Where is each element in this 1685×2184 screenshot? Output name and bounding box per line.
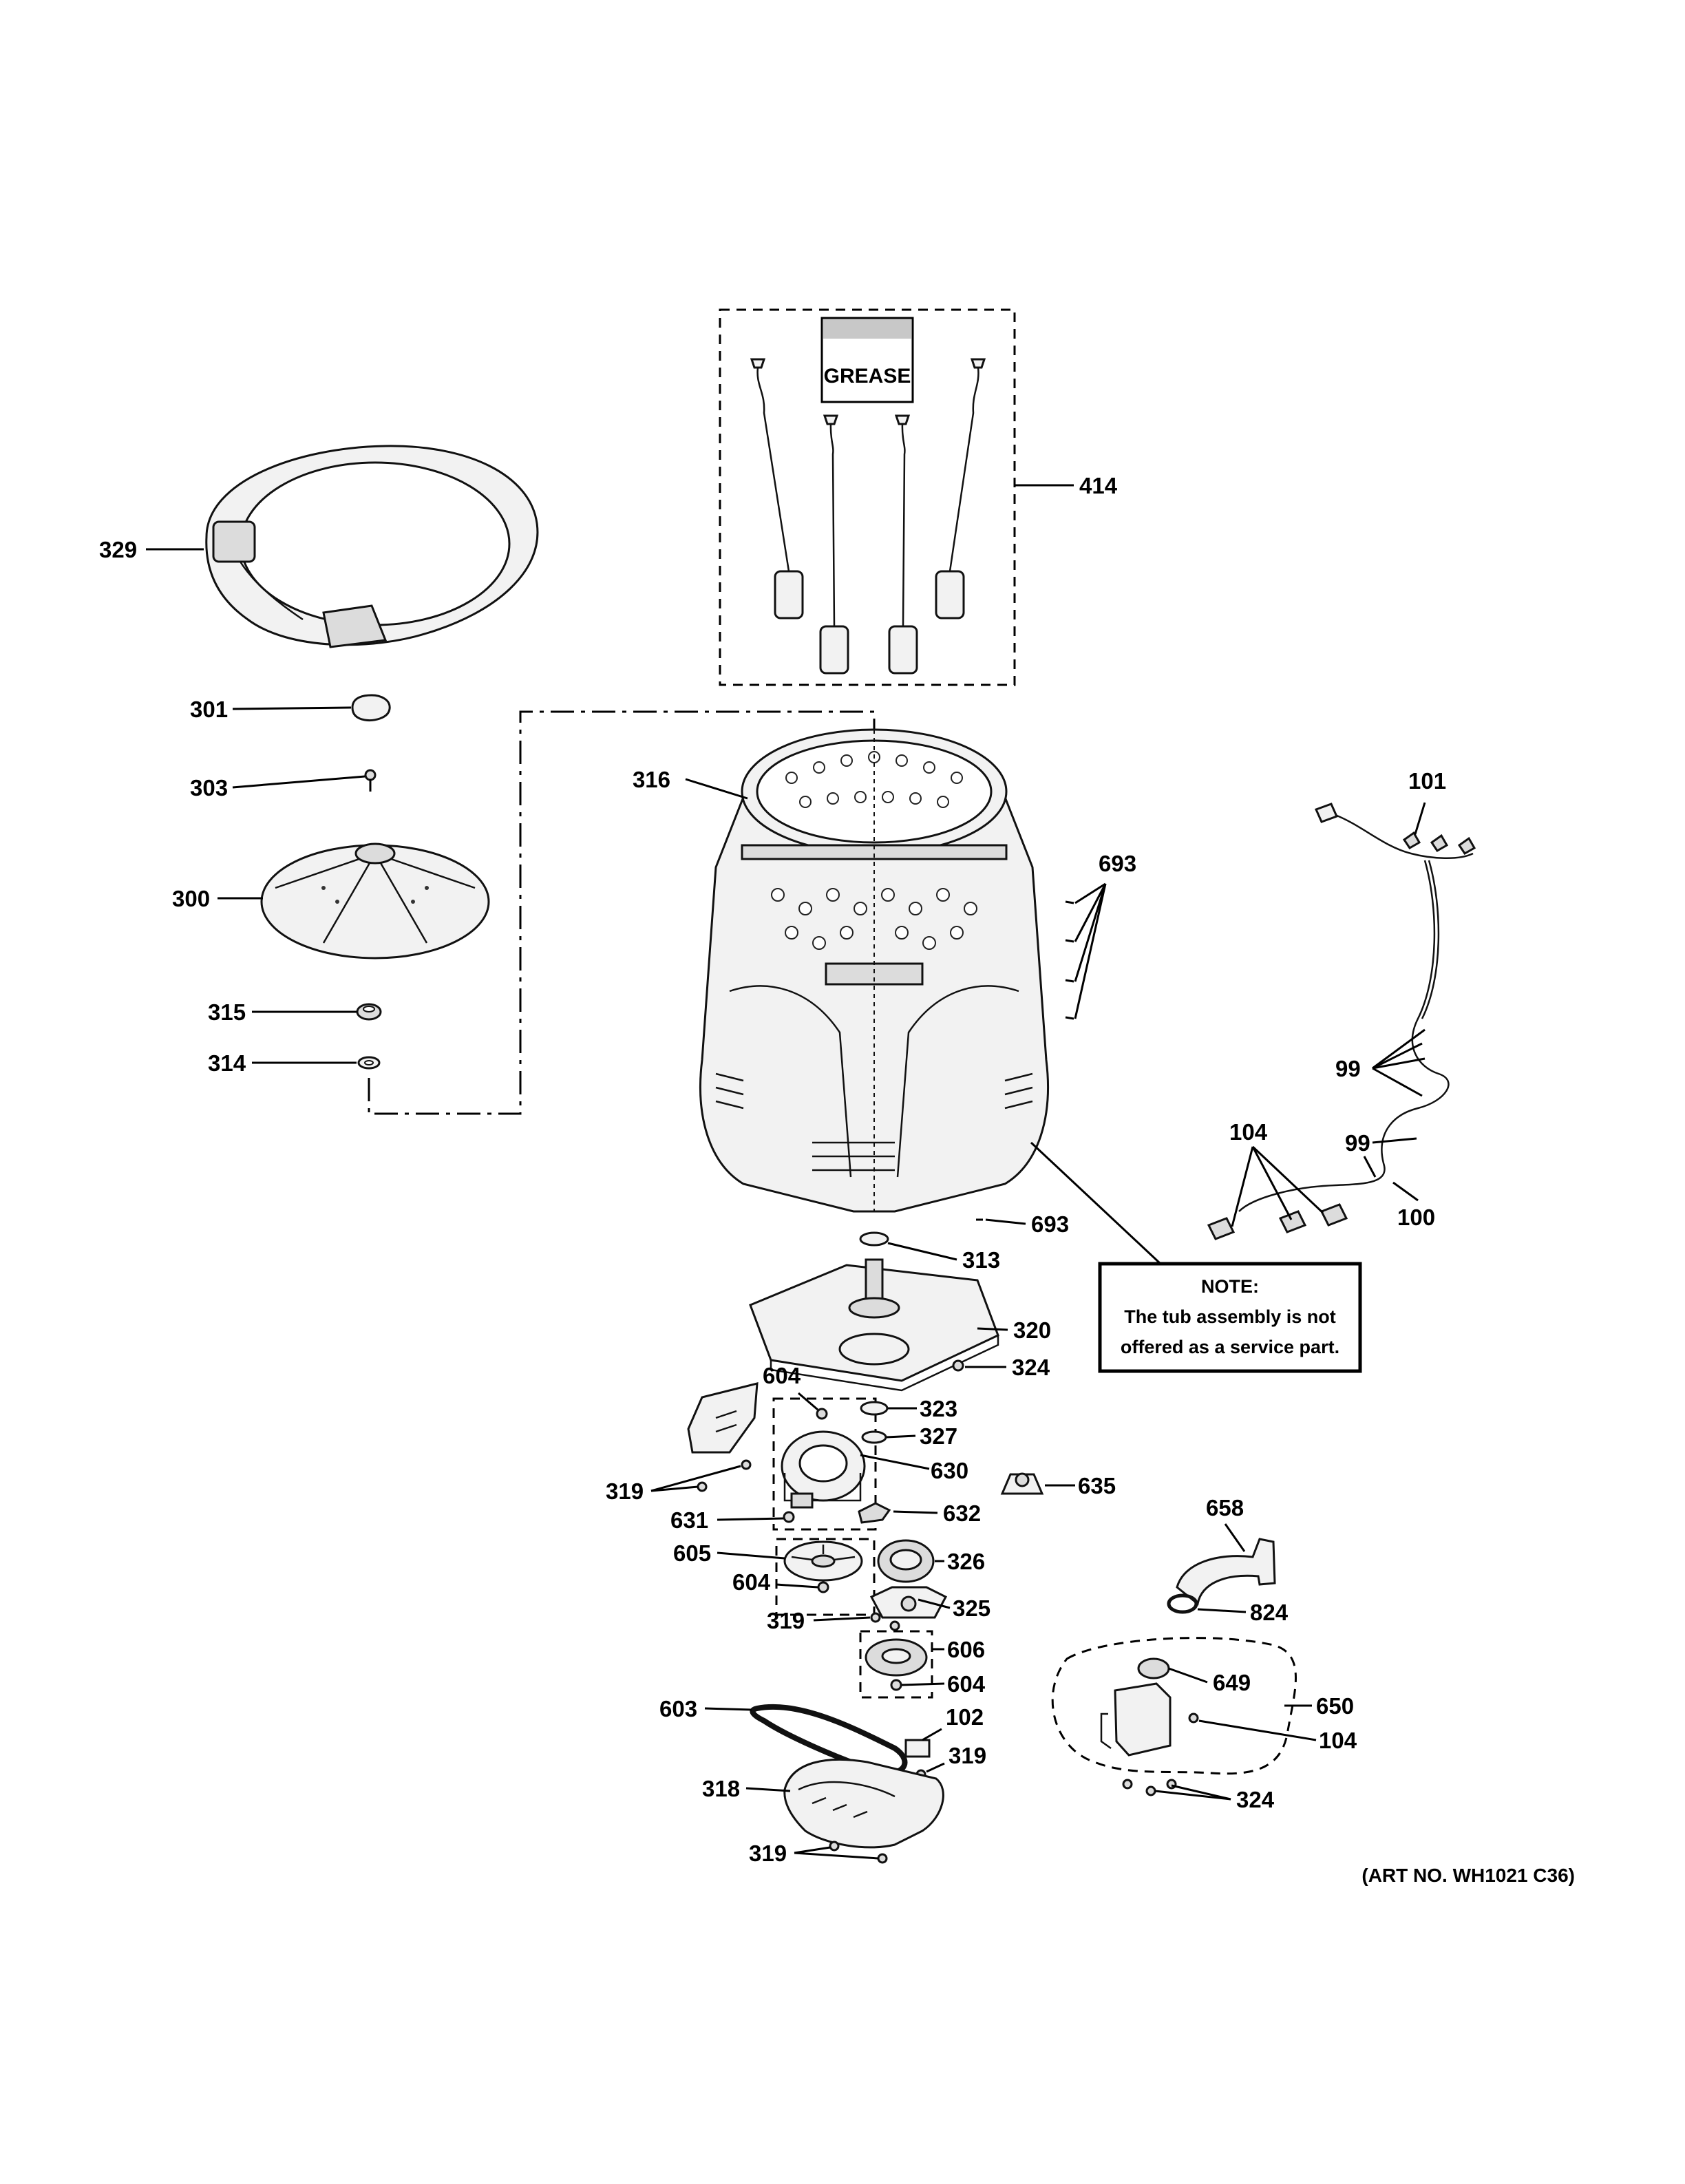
callout-824: 824 [1250, 1600, 1289, 1625]
wire-harness: 101 99 99 104 100 [1207, 768, 1476, 1240]
hose-clamp: 824 [1167, 1593, 1289, 1625]
tub-screw-lower: 693 [976, 1211, 1069, 1237]
rotor-assembly: 606 604 [859, 1630, 986, 1699]
hub-nut: 315 [208, 999, 382, 1025]
callout-326: 326 [947, 1549, 985, 1574]
motor-bracket: 319 [606, 1382, 759, 1504]
note-leader [1030, 1141, 1162, 1265]
belt-clip: 102 [904, 1704, 984, 1758]
callout-605: 605 [673, 1540, 711, 1566]
hub-washer: 314 [208, 1050, 381, 1076]
note-line-1: The tub assembly is not [1124, 1306, 1336, 1327]
callout-658: 658 [1206, 1495, 1244, 1520]
wash-tub-basket: 316 [633, 728, 1049, 1213]
callout-650: 650 [1316, 1693, 1354, 1719]
tub-cover: 329 [99, 445, 539, 648]
basket-holes [771, 751, 977, 950]
motor-shield: 318 [702, 1758, 944, 1849]
hub-screws: 319 [767, 1608, 900, 1633]
note-line-2: offered as a service part. [1121, 1337, 1339, 1357]
pump-screws: 324 [1122, 1779, 1275, 1812]
callout-693-upper: 693 [1099, 851, 1136, 876]
callout-104-harness: 104 [1229, 1119, 1268, 1145]
art-number: (ART NO. WH1021 C36) [1361, 1865, 1575, 1886]
impeller-bolt: 303 [190, 769, 377, 801]
plate-screw: 324 [952, 1355, 1050, 1380]
assembly-connector-line [368, 710, 876, 1115]
callout-101: 101 [1408, 768, 1446, 794]
suspension-rod-4 [935, 358, 986, 619]
callout-314: 314 [208, 1050, 246, 1076]
shaft-seal-ring: 313 [859, 1231, 1000, 1273]
mounting-plate: 320 [749, 1258, 1051, 1392]
motor-stator-group: 604 630 [763, 1363, 968, 1531]
callout-315: 315 [208, 999, 246, 1025]
leader-303 [232, 775, 365, 789]
callout-303: 303 [190, 775, 228, 801]
callout-313: 313 [962, 1247, 1000, 1273]
callout-99-upper: 99 [1335, 1056, 1361, 1081]
callout-99-lower: 99 [1345, 1130, 1370, 1156]
callout-606: 606 [947, 1637, 985, 1662]
callout-693-lower: 693 [1031, 1211, 1069, 1237]
leader-301 [232, 706, 352, 710]
callout-319-bottom: 319 [749, 1841, 787, 1866]
callout-604-mid: 604 [732, 1569, 771, 1595]
kit-dashed-box [719, 308, 1016, 686]
callout-319-shield: 319 [949, 1743, 986, 1768]
drain-hose: 658 [1176, 1495, 1276, 1606]
callout-320: 320 [1013, 1317, 1051, 1343]
suspension-rod-1 [750, 358, 804, 619]
note-title: NOTE: [1201, 1276, 1259, 1297]
suspension-rod-2 [819, 414, 849, 675]
drain-pump-assembly: 649 650 104 [1051, 1637, 1357, 1775]
callout-300: 300 [172, 886, 210, 911]
shield-screws-bottom: 319 [749, 1841, 888, 1866]
tub-screws-upper: 693 [1065, 851, 1136, 1020]
callout-329: 329 [99, 537, 137, 562]
suspension-rod-3 [888, 414, 918, 675]
callout-325: 325 [953, 1595, 990, 1621]
callout-635: 635 [1078, 1473, 1116, 1498]
callout-316: 316 [633, 767, 670, 792]
agitator-cap: 301 [190, 694, 391, 722]
callout-104-pump: 104 [1319, 1728, 1357, 1753]
callout-414: 414 [1079, 473, 1118, 498]
rotor-group: 605 604 [673, 1538, 876, 1616]
shield-screw: 319 [915, 1743, 986, 1780]
drive-pulley-gear: 326 [877, 1539, 985, 1583]
motor-rings: 323 327 [860, 1396, 957, 1449]
callout-102: 102 [946, 1704, 984, 1730]
grease-packet-stripe [823, 319, 911, 339]
motor-screw: 631 [670, 1507, 795, 1533]
leader-316 [685, 778, 748, 800]
callout-100: 100 [1397, 1205, 1435, 1230]
callout-319-bracket: 319 [606, 1478, 644, 1504]
callout-632: 632 [943, 1501, 981, 1526]
note-box: NOTE: The tub assembly is not offered as… [1030, 1141, 1362, 1373]
callout-630: 630 [931, 1458, 968, 1483]
callout-318: 318 [702, 1776, 740, 1801]
callout-604-bottom: 604 [947, 1671, 986, 1697]
hall-sensor: 635 [1000, 1472, 1116, 1498]
harness-clip: 632 [858, 1501, 981, 1526]
clutch-hub: 325 [869, 1586, 990, 1621]
callout-324-upper: 324 [1012, 1355, 1050, 1380]
callout-323: 323 [920, 1396, 957, 1421]
grease-label: GREASE [824, 365, 911, 388]
callout-324-pump: 324 [1236, 1787, 1275, 1812]
callout-604-top: 604 [763, 1363, 801, 1388]
suspension-rod-kit: GREASE 414 [719, 308, 1118, 686]
callout-603: 603 [659, 1696, 697, 1721]
callout-631: 631 [670, 1507, 708, 1533]
callout-301: 301 [190, 697, 228, 722]
callout-649: 649 [1213, 1670, 1251, 1695]
callout-327: 327 [920, 1423, 957, 1449]
callout-319-hub: 319 [767, 1608, 805, 1633]
wash-plate-impeller: 300 [172, 842, 490, 960]
